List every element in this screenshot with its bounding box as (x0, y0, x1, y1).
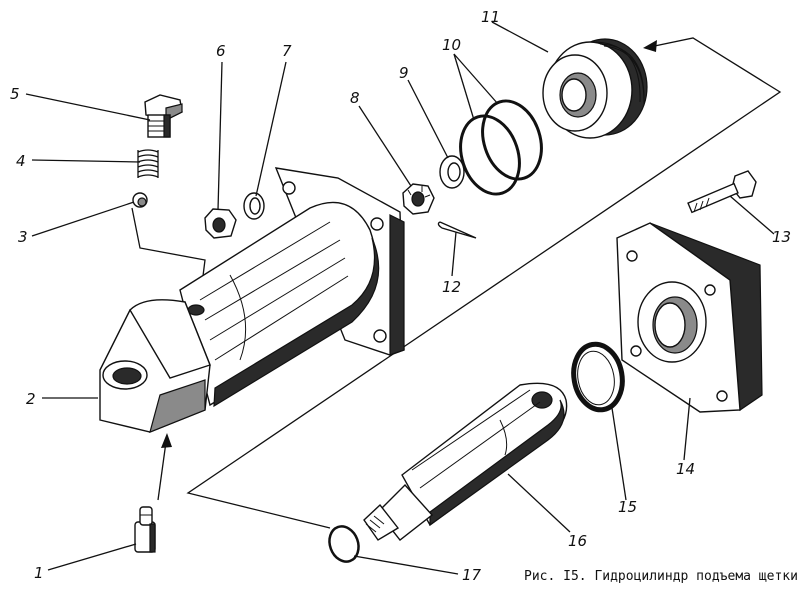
part-6-nut (204, 208, 237, 239)
label-3: 3 (18, 228, 28, 246)
label-13: 13 (772, 228, 791, 246)
label-15: 15 (618, 498, 637, 516)
label-5: 5 (10, 85, 20, 103)
part-labels: 1 2 3 4 5 6 7 8 9 10 11 12 13 14 15 16 1… (10, 8, 791, 584)
label-14: 14 (676, 460, 695, 478)
arrow-head-top (643, 40, 657, 52)
part-7-washer (243, 192, 265, 220)
label-12: 12 (442, 278, 461, 296)
label-10: 10 (442, 36, 461, 54)
label-11: 11 (481, 8, 500, 26)
leader-lines (25, 21, 775, 575)
part-16-piston-rod (363, 382, 568, 541)
label-1: 1 (34, 564, 44, 582)
arrow-head-lower (161, 433, 172, 448)
part-15-seal-ring (571, 341, 625, 413)
label-7: 7 (282, 42, 292, 60)
part-1-grease-fitting (134, 506, 156, 553)
part-13-bolt (687, 170, 757, 214)
part-14-end-cover (616, 222, 763, 413)
figure-caption: Рис. I5. Гидроцилиндр подъема щетки (524, 569, 798, 584)
part-8-castle-nut (402, 183, 435, 215)
part-10-o-rings (459, 99, 543, 196)
label-17: 17 (462, 566, 482, 584)
part-9-washer (439, 155, 465, 189)
label-4: 4 (16, 152, 26, 170)
part-17-small-o-ring (328, 525, 360, 563)
part-5-plug-bolt (144, 94, 183, 138)
label-6: 6 (216, 42, 226, 60)
part-4-spring (137, 149, 159, 178)
part-3-ball (132, 192, 148, 208)
part-2-cylinder-body (99, 167, 405, 434)
label-16: 16 (568, 532, 587, 550)
label-8: 8 (350, 89, 360, 107)
label-2: 2 (26, 390, 36, 408)
part-12-cotter-pin (437, 221, 477, 239)
part-11-piston (542, 38, 648, 139)
label-9: 9 (399, 64, 409, 82)
